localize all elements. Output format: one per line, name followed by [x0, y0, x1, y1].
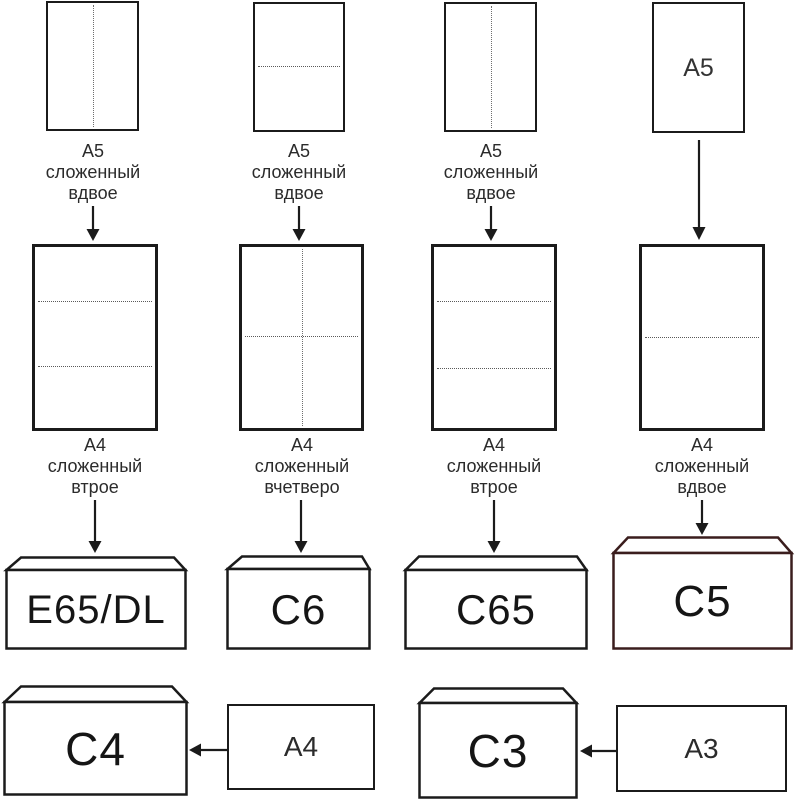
caption-line: втрое — [71, 477, 119, 497]
arrow-down-r1c4 — [692, 140, 706, 240]
caption-line: сложенный — [45, 162, 141, 182]
envelope-c3: C3 — [416, 687, 580, 799]
envelope-label: C6 — [270, 585, 327, 633]
sheet-inner-label: A5 — [683, 54, 714, 82]
sheet-a4-fold-half — [639, 244, 765, 431]
arrow-down-r1c1 — [86, 206, 100, 241]
sheet-a5-fold-vertical-1 — [46, 1, 139, 131]
fold-line-horizontal — [437, 368, 551, 370]
fold-line-horizontal — [645, 336, 759, 338]
caption-line: вчетверо — [264, 477, 340, 497]
envelope-shape — [1, 685, 190, 796]
caption-line: вдвое — [466, 183, 516, 203]
envelope-shape — [224, 555, 372, 650]
caption-line: сложенный — [251, 162, 347, 182]
sheet-label: A3 — [684, 732, 719, 764]
caption-a5-folded-3: A5 сложенный вдвое — [406, 141, 576, 204]
caption-a4-folded-2: A4 сложенный вчетверо — [217, 435, 387, 498]
envelope-shape — [610, 536, 795, 650]
envelope-e65dl: E65/DL — [3, 556, 189, 650]
caption-line: A5 — [81, 141, 105, 161]
caption-line: сложенный — [47, 456, 143, 476]
caption-line: вдвое — [68, 183, 118, 203]
sheet-label: A4 — [283, 731, 319, 762]
envelope-c5-highlighted: C5 — [610, 536, 795, 650]
fold-line-horizontal — [258, 65, 340, 67]
envelope-label: C65 — [455, 586, 537, 633]
envelope-c6: C6 — [224, 555, 372, 650]
fold-line-horizontal — [437, 301, 551, 303]
caption-line: сложенный — [443, 162, 539, 182]
envelope-c65: C65 — [402, 555, 589, 650]
sheet-a5-fold-vertical-2 — [444, 2, 537, 132]
fold-line-vertical — [92, 5, 94, 127]
caption-line: A4 — [690, 435, 714, 455]
caption-line: вдвое — [677, 477, 727, 497]
fold-line-horizontal — [245, 335, 358, 337]
envelope-label: E65/DL — [26, 587, 166, 632]
caption-line: сложенный — [654, 456, 750, 476]
fold-line-horizontal — [38, 301, 152, 303]
caption-line: A5 — [287, 141, 311, 161]
caption-a4-folded-1: A4 сложенный втрое — [10, 435, 180, 498]
sheet-a4-landscape: A4 — [227, 704, 375, 790]
arrow-down-r2c3 — [487, 500, 501, 553]
caption-a4-folded-4: A4 сложенный вдвое — [617, 435, 787, 498]
arrow-down-r1c2 — [292, 206, 306, 241]
caption-a5-folded-1: A5 сложенный вдвое — [8, 141, 178, 204]
fold-line-vertical — [490, 6, 492, 128]
envelope-shape — [3, 556, 189, 650]
arrow-down-r1c3 — [484, 206, 498, 241]
sheet-a4-fold-thirds-1 — [32, 244, 158, 431]
arrow-left-a4-to-c4 — [189, 743, 227, 757]
sheet-a5-plain: A5 — [652, 2, 745, 133]
caption-a4-folded-3: A4 сложенный втрое — [409, 435, 579, 498]
caption-line: втрое — [470, 477, 518, 497]
caption-line: сложенный — [254, 456, 350, 476]
sheet-a4-fold-thirds-2 — [431, 244, 557, 431]
arrow-left-a3-to-c3 — [580, 744, 617, 758]
sheet-a5-fold-horizontal — [253, 2, 345, 132]
arrow-down-r2c4 — [695, 500, 709, 535]
envelope-c4: C4 — [1, 685, 190, 796]
fold-line-vertical — [301, 249, 303, 426]
arrow-down-r2c2 — [294, 500, 308, 553]
fold-line-horizontal — [38, 366, 152, 368]
envelope-label: C3 — [467, 725, 529, 777]
caption-line: сложенный — [446, 456, 542, 476]
arrow-down-r2c1 — [88, 500, 102, 553]
caption-line: A4 — [290, 435, 314, 455]
caption-a5-folded-2: A5 сложенный вдвое — [214, 141, 384, 204]
caption-line: A4 — [482, 435, 506, 455]
envelope-shape — [402, 555, 589, 650]
caption-line: A5 — [479, 141, 503, 161]
envelope-label: C4 — [65, 723, 126, 775]
envelope-shape — [416, 687, 580, 799]
envelope-label: C5 — [673, 576, 732, 626]
caption-line: A4 — [83, 435, 107, 455]
sheet-a4-fold-quarters — [239, 244, 364, 431]
caption-line: вдвое — [274, 183, 324, 203]
sheet-a3-landscape: A3 — [616, 705, 787, 792]
